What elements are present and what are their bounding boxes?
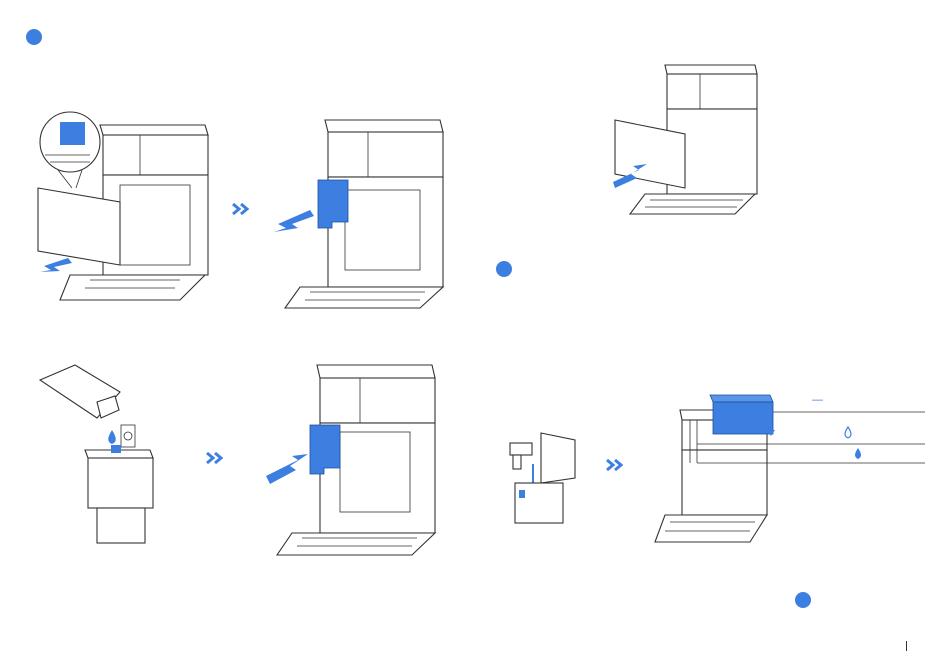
water-drop-icon [108, 430, 116, 444]
direction-arrow [274, 210, 314, 232]
water-drop-outline-icon [845, 427, 851, 438]
step-marker-3 [795, 592, 811, 608]
illustration-remove-cover [30, 110, 230, 310]
illustration-fill-tank [35, 360, 170, 545]
next-arrow-icon [231, 202, 253, 216]
direction-arrow [40, 258, 72, 272]
next-arrow-icon [605, 458, 627, 472]
next-arrow-icon [205, 451, 227, 465]
step-marker-2 [496, 261, 512, 277]
direction-arrow [266, 454, 308, 484]
water-drop-icon [855, 448, 861, 459]
level-mark: — [812, 394, 823, 406]
illustration-remove-tank [270, 110, 450, 310]
illustration-insert-tank [262, 360, 442, 560]
illustration-tank-levels [655, 390, 935, 550]
illustration-faucet-fill [505, 428, 585, 528]
step-marker-1 [26, 29, 42, 45]
page-mark [906, 641, 907, 651]
illustration-insert-cover [605, 60, 755, 220]
